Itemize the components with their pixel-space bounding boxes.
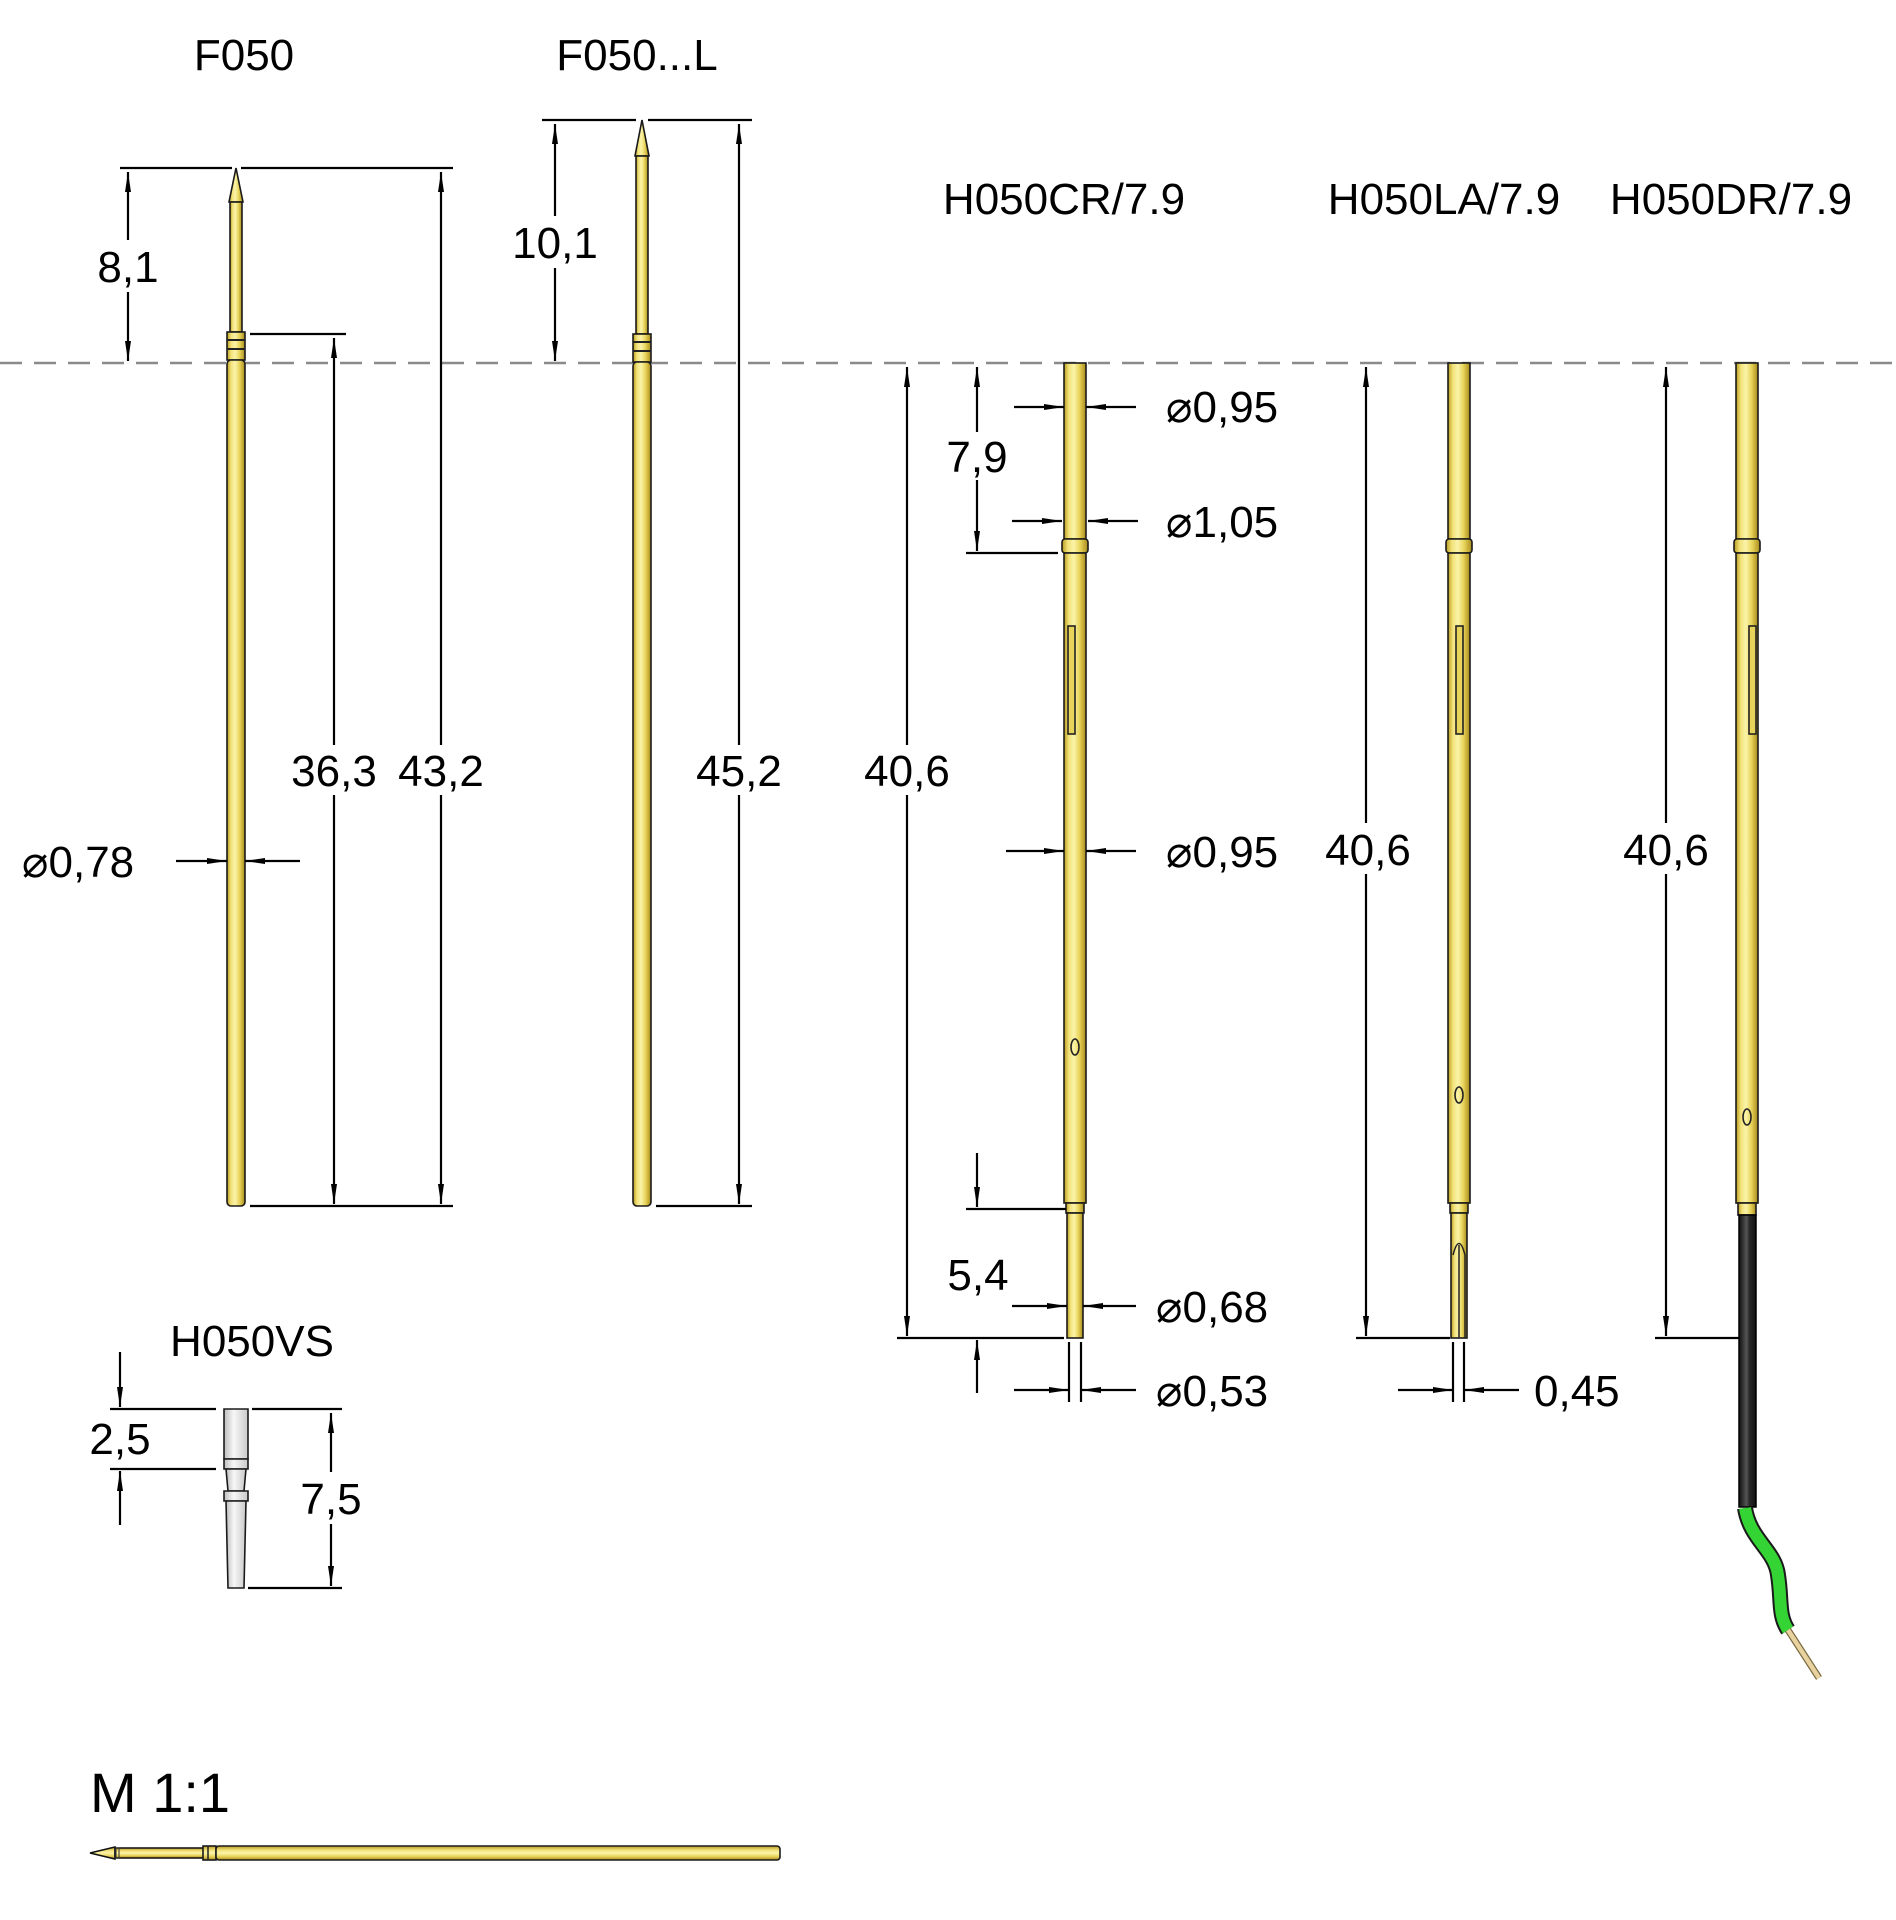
h050cr-total-length: 40,6 bbox=[864, 747, 950, 796]
f050l-tip-length: 10,1 bbox=[512, 219, 598, 268]
h050vs-sleeve bbox=[225, 1500, 247, 1589]
f050-plunger bbox=[229, 201, 243, 333]
h050cr-collar bbox=[1061, 538, 1089, 554]
h050cr-slot bbox=[1067, 625, 1076, 735]
part-h050dr: H050DR/7.9 40,6 bbox=[1610, 175, 1852, 1680]
scale-probe bbox=[215, 1845, 781, 1861]
h050la-total-length: 40,6 bbox=[1325, 826, 1411, 875]
part-h050cr: H050CR/7.9 40,6 7,9 ⌀0,95 ⌀1,05 ⌀0,95 bbox=[864, 175, 1278, 1416]
f050-body-length: 36,3 bbox=[291, 747, 377, 796]
f050l-plunger bbox=[635, 155, 649, 335]
h050vs-total-length: 7,5 bbox=[300, 1475, 361, 1524]
h050la-slot-width: 0,45 bbox=[1534, 1367, 1620, 1416]
h050vs-title: H050VS bbox=[170, 1317, 334, 1366]
h050cr-body-diameter: ⌀0,95 bbox=[1166, 828, 1278, 877]
f050-tip bbox=[228, 167, 244, 203]
part-h050vs: H050VS 2,5 7,5 bbox=[89, 1317, 362, 1590]
part-h050la: H050LA/7.9 40,6 0,45 bbox=[1325, 175, 1619, 1416]
h050cr-tail-diameter: ⌀0,68 bbox=[1156, 1283, 1268, 1332]
f050-tip-length: 8,1 bbox=[97, 243, 158, 292]
f050-crimp bbox=[226, 331, 246, 361]
h050cr-top-diameter: ⌀0,95 bbox=[1166, 383, 1278, 432]
h050dr-green-wire bbox=[1739, 1506, 1794, 1634]
h050cr-collar-diameter: ⌀1,05 bbox=[1166, 498, 1278, 547]
f050l-barrel bbox=[632, 361, 652, 1207]
scale-example: M 1:1 bbox=[89, 1761, 781, 1861]
part-f050l: F050...L 10,1 45,2 bbox=[512, 31, 782, 1208]
f050-diameter: ⌀0,78 bbox=[22, 838, 134, 887]
f050-barrel bbox=[226, 359, 246, 1207]
f050l-total-length: 45,2 bbox=[696, 747, 782, 796]
h050cr-hole bbox=[1070, 1038, 1080, 1056]
h050dr-total-length: 40,6 bbox=[1623, 826, 1709, 875]
f050l-title: F050...L bbox=[556, 31, 717, 80]
part-f050: F050 8,1 36,3 43,2 ⌀0,78 bbox=[22, 31, 484, 1208]
h050dr-title: H050DR/7.9 bbox=[1610, 175, 1852, 224]
f050-total-length: 43,2 bbox=[398, 747, 484, 796]
h050cr-insertion-depth: 7,9 bbox=[946, 433, 1007, 482]
h050dr-copper-wire bbox=[1786, 1628, 1821, 1680]
h050cr-title: H050CR/7.9 bbox=[943, 175, 1185, 224]
h050cr-tail-length: 5,4 bbox=[947, 1251, 1008, 1300]
h050la-title: H050LA/7.9 bbox=[1328, 175, 1560, 224]
f050-title: F050 bbox=[194, 31, 294, 80]
h050cr-tail bbox=[1066, 1212, 1084, 1339]
h050vs-top-length: 2,5 bbox=[89, 1415, 150, 1464]
h050dr-black-sleeve bbox=[1738, 1214, 1757, 1508]
h050cr-inner-diameter: ⌀0,53 bbox=[1156, 1367, 1268, 1416]
scale-label: M 1:1 bbox=[90, 1761, 230, 1824]
